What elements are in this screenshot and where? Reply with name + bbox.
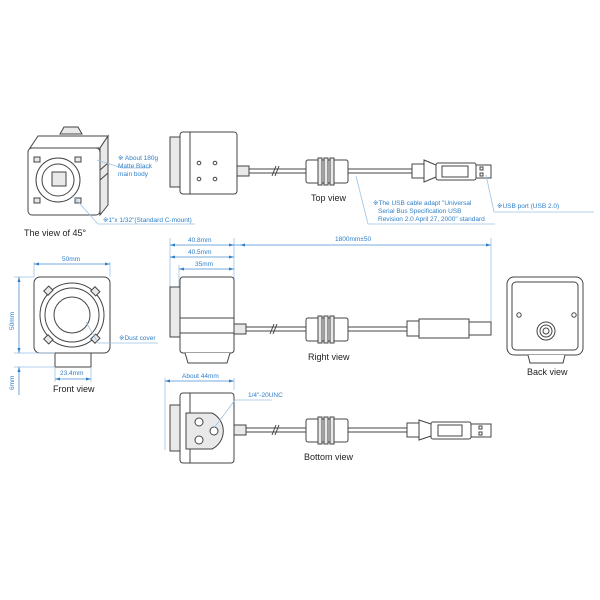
bottom-view-label: Bottom view bbox=[304, 452, 354, 462]
right-view-label: Right view bbox=[308, 352, 350, 362]
tripod-leader bbox=[213, 399, 272, 429]
usb-cable-leader bbox=[355, 175, 495, 225]
dim-front-height: 50mm bbox=[9, 312, 16, 330]
camera-right-view bbox=[169, 276, 492, 364]
usb-cable-note: ※The USB cable adapt "Universal Serial B… bbox=[373, 200, 485, 223]
camera-front-view bbox=[33, 276, 111, 368]
mount-note: ※1"x 1/32"(Standard C-mount) bbox=[103, 217, 192, 224]
camera-45-view bbox=[27, 126, 109, 217]
back-view-label: Back view bbox=[527, 367, 568, 377]
dim-bottom-length: About 44mm bbox=[182, 373, 219, 380]
camera-back-view bbox=[506, 276, 584, 364]
top-view-label: Top view bbox=[311, 193, 347, 203]
weight-leader bbox=[96, 159, 150, 169]
dim-body-length: 40.5mm bbox=[188, 249, 211, 256]
tripod-note: 1/4"-20UNC bbox=[248, 392, 283, 399]
front-dimensions bbox=[14, 262, 111, 395]
usb-port-note: ※USB port (USB 2.0) bbox=[497, 203, 559, 210]
dim-front-width: 50mm bbox=[62, 256, 80, 263]
camera-bottom-view bbox=[169, 392, 492, 464]
dust-cover-note: ※Dust cover bbox=[119, 335, 156, 342]
mount-leader bbox=[71, 194, 195, 225]
dim-cable-length: 1800mm±50 bbox=[335, 236, 371, 243]
dust-cover-leader bbox=[85, 321, 158, 344]
weight-note: ※ About 180g Matte Black main body bbox=[118, 155, 160, 178]
dim-body-core: 35mm bbox=[195, 261, 213, 268]
dim-foot-width: 23.4mm bbox=[60, 370, 83, 377]
dim-overall-length: 40.8mm bbox=[188, 237, 211, 244]
bottom-dimension bbox=[164, 378, 235, 450]
usb-port-leader bbox=[485, 174, 594, 213]
dim-foot-height: 6mm bbox=[9, 376, 16, 390]
length-dimensions bbox=[169, 238, 492, 330]
front-view-label: Front view bbox=[53, 384, 95, 394]
camera-top-view bbox=[169, 131, 492, 195]
view45-label: The view of 45° bbox=[24, 228, 87, 238]
